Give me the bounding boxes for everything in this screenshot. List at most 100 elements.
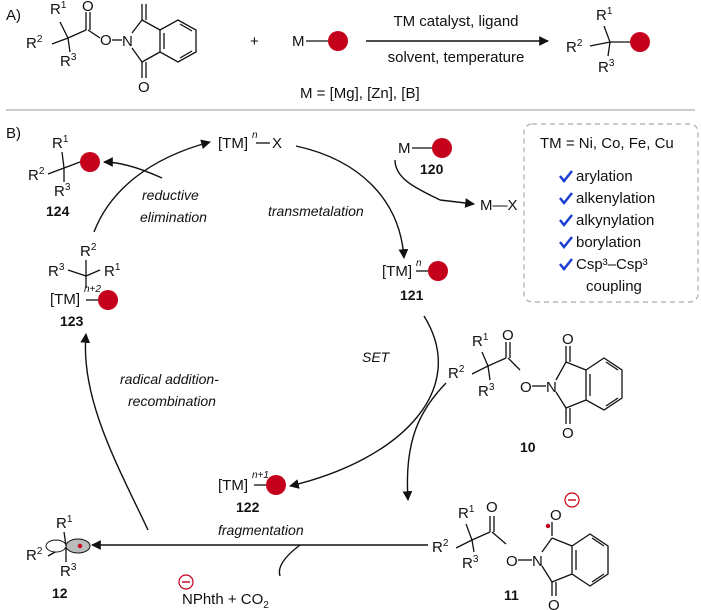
compound-11: R1 R2 R3 O O N O O 11 <box>432 492 609 610</box>
info-item-2: alkenylation <box>559 190 655 207</box>
svg-text:alkynylation: alkynylation <box>576 212 654 229</box>
svg-text:X: X <box>272 135 282 152</box>
svg-text:124: 124 <box>46 203 70 219</box>
svg-text:O: O <box>486 499 498 516</box>
compound-120: M 120 <box>398 138 452 177</box>
svg-text:R3: R3 <box>598 58 615 76</box>
mx-out-arrow <box>439 198 475 208</box>
svg-text:R1: R1 <box>104 262 121 280</box>
svg-text:n+2: n+2 <box>84 284 101 295</box>
arrow-transmetalation <box>295 145 409 259</box>
label-reductive: reductive <box>142 187 199 203</box>
svg-text:R1: R1 <box>458 504 475 522</box>
nhpi-ester-a: R1 R2 R3 O O N O <box>26 0 197 96</box>
svg-text:R2: R2 <box>26 34 43 52</box>
arrow-frag-out <box>278 544 301 577</box>
svg-text:O: O <box>502 327 514 344</box>
svg-text:[TM]: [TM] <box>50 291 80 308</box>
check-icon <box>559 192 573 206</box>
svg-text:O: O <box>562 425 574 442</box>
minus-charge-icon <box>564 492 580 508</box>
info-item-1: arylation <box>559 168 633 185</box>
arrow-set-branch <box>402 382 447 501</box>
label-transmetalation: transmetalation <box>268 203 364 219</box>
compound-10: R1 R2 R3 O O N O O 10 <box>448 327 623 455</box>
svg-text:M: M <box>398 140 411 157</box>
svg-text:122: 122 <box>236 499 260 515</box>
svg-text:R3: R3 <box>462 554 479 572</box>
svg-text:M: M <box>292 33 305 50</box>
svg-text:O: O <box>562 331 574 348</box>
info-box-last-line: coupling <box>586 278 642 295</box>
label-radical-2: recombination <box>128 393 216 409</box>
compound-12: R1 R2 R3 12 <box>26 514 91 601</box>
svg-text:N: N <box>546 379 557 396</box>
svg-text:R2: R2 <box>28 166 45 184</box>
svg-text:R2: R2 <box>566 38 583 56</box>
m-definition: M = [Mg], [Zn], [B] <box>300 85 420 102</box>
mx-byproduct: M—X <box>480 197 518 214</box>
svg-text:12: 12 <box>52 585 68 601</box>
compound-122: [TM] n+1 122 <box>218 470 286 515</box>
svg-text:O: O <box>100 32 112 49</box>
conditions-bottom: solvent, temperature <box>388 49 525 66</box>
svg-text:R1: R1 <box>472 332 489 350</box>
svg-text:N: N <box>122 33 133 50</box>
svg-text:R2: R2 <box>432 538 449 556</box>
label-radical-1: radical addition- <box>120 371 219 387</box>
product-a: R1 R2 R3 <box>566 6 650 76</box>
svg-text:R1: R1 <box>50 0 67 18</box>
svg-text:O: O <box>138 79 150 96</box>
svg-text:R3: R3 <box>54 182 71 200</box>
svg-text:123: 123 <box>60 313 84 329</box>
radical-dot <box>545 523 551 529</box>
svg-text:n: n <box>252 130 258 141</box>
arrow-set <box>289 315 440 489</box>
svg-text:11: 11 <box>504 587 519 603</box>
svg-text:[TM]: [TM] <box>382 263 412 280</box>
svg-text:R2: R2 <box>26 546 43 564</box>
arrow-reductive-elimination <box>93 139 211 233</box>
section-b-label: B) <box>6 125 21 142</box>
info-item-4: borylation <box>559 234 641 251</box>
section-a-label: A) <box>6 7 21 24</box>
svg-text:n: n <box>416 258 422 269</box>
info-item-3: alkynylation <box>559 212 654 229</box>
svg-text:121: 121 <box>400 287 424 303</box>
nphth-co2-byproduct: NPhth + CO2 <box>178 574 269 610</box>
svg-text:alkenylation: alkenylation <box>576 190 655 207</box>
svg-text:R3: R3 <box>48 262 65 280</box>
svg-text:O: O <box>506 553 518 570</box>
check-icon <box>559 236 573 250</box>
compound-123: R2 R3 R1 [TM] n+2 123 <box>48 242 121 329</box>
label-fragmentation: fragmentation <box>218 522 304 538</box>
svg-text:NPhth + CO2: NPhth + CO2 <box>182 591 269 610</box>
svg-text:R1: R1 <box>56 514 73 532</box>
tm-x-species: [TM] n X <box>218 130 282 152</box>
svg-text:O: O <box>520 379 532 396</box>
plus-sign: + <box>250 33 259 50</box>
label-elimination: elimination <box>140 209 207 225</box>
svg-text:10: 10 <box>520 439 536 455</box>
minus-charge-icon <box>178 574 194 590</box>
svg-text:N: N <box>532 553 543 570</box>
check-icon <box>559 214 573 228</box>
conditions-top: TM catalyst, ligand <box>393 13 518 30</box>
svg-text:R1: R1 <box>596 6 613 24</box>
svg-text:[TM]: [TM] <box>218 135 248 152</box>
svg-text:R3: R3 <box>478 382 495 400</box>
arrow-to-124 <box>103 157 163 179</box>
svg-text:R3: R3 <box>60 562 77 580</box>
compound-124: R1 R2 R3 124 <box>28 134 100 219</box>
svg-text:R1: R1 <box>52 134 69 152</box>
label-set: SET <box>362 349 391 365</box>
compound-121: [TM] n 121 <box>382 258 448 303</box>
transmetalation-in-arrow <box>394 159 441 201</box>
info-box: TM = Ni, Co, Fe, Cu arylation alkenylati… <box>523 123 699 303</box>
svg-text:120: 120 <box>420 161 444 177</box>
check-icon <box>559 258 573 272</box>
svg-text:R2: R2 <box>80 242 97 260</box>
svg-text:[TM]: [TM] <box>218 477 248 494</box>
